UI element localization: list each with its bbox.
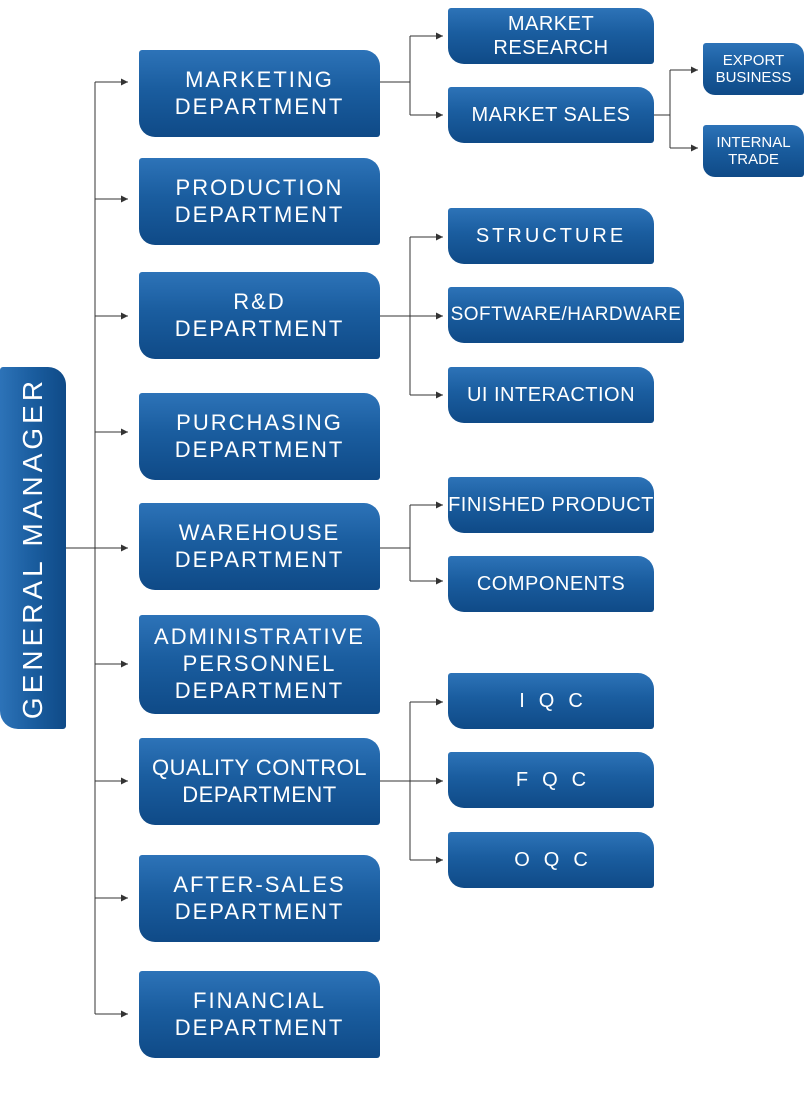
node-marketing-department: MARKETING DEPARTMENT (139, 50, 380, 137)
node-iqc: IQC (448, 673, 654, 729)
node-financial-department: FINANCIAL DEPARTMENT (139, 971, 380, 1058)
node-purchasing-department: PURCHASING DEPARTMENT (139, 393, 380, 480)
general-manager-label: GENERAL MANAGER (17, 376, 48, 720)
node-production-department: PRODUCTION DEPARTMENT (139, 158, 380, 245)
node-market-sales: MARKET SALES (448, 87, 654, 143)
node-ui-interaction: UI INTERACTION (448, 367, 654, 423)
node-components: COMPONENTS (448, 556, 654, 612)
node-software-hardware: SOFTWARE/HARDWARE (448, 287, 684, 343)
node-fqc: FQC (448, 752, 654, 808)
node-export-business: EXPORT BUSINESS (703, 43, 804, 95)
node-structure: STRUCTURE (448, 208, 654, 264)
node-rd-department: R&D DEPARTMENT (139, 272, 380, 359)
general-manager-node: GENERAL MANAGER (0, 367, 66, 729)
node-warehouse-department: WAREHOUSE DEPARTMENT (139, 503, 380, 590)
node-quality-control-department: QUALITY CONTROL DEPARTMENT (139, 738, 380, 825)
node-market-research: MARKET RESEARCH (448, 8, 654, 64)
node-administrative-department: ADMINISTRATIVE PERSONNEL DEPARTMENT (139, 615, 380, 714)
node-after-sales-department: AFTER-SALES DEPARTMENT (139, 855, 380, 942)
node-internal-trade: INTERNAL TRADE (703, 125, 804, 177)
node-finished-product: FINISHED PRODUCT (448, 477, 654, 533)
node-oqc: OQC (448, 832, 654, 888)
